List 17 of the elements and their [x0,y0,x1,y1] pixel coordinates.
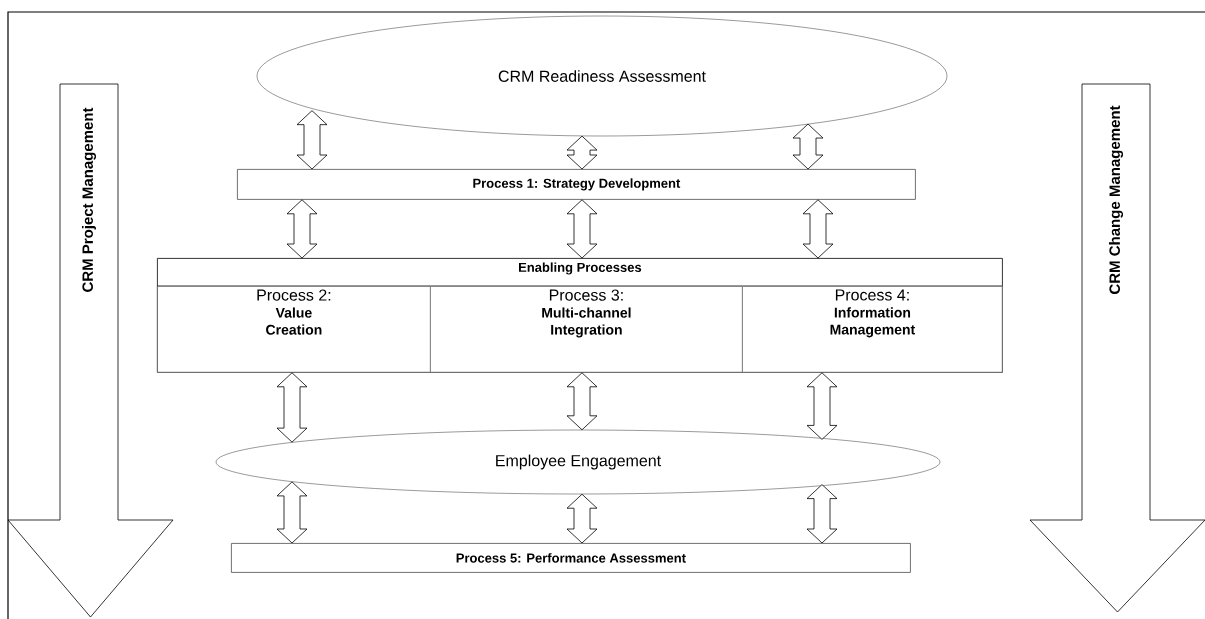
process-cell: Process 3: Multi-channel Integration [430,286,743,373]
double-arrow [286,199,318,259]
process-cell: Process 4: Information Management [742,286,1003,373]
double-arrow [296,110,328,170]
double-arrow [566,372,598,431]
process-box: Process 1: Strategy Development [237,169,916,200]
double-arrow [806,484,838,544]
process-box: Process 5: Performance Assessment [231,543,911,573]
double-arrow [806,372,838,440]
double-arrow [792,123,824,170]
double-arrow [566,493,598,544]
process-cell: Process 2: Value Creation [157,286,431,373]
double-arrow [276,481,308,544]
double-arrow [276,372,308,443]
double-arrow [566,199,598,259]
double-arrow [566,135,598,170]
double-arrow [802,199,834,259]
